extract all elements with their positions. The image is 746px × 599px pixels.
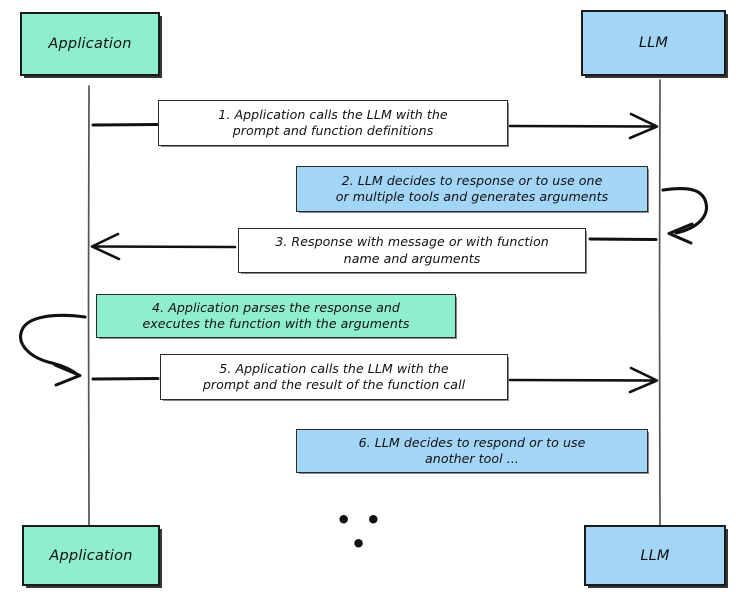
actor-application-top-label: Application — [48, 36, 132, 52]
actor-llm-bottom-label: LLM — [640, 547, 670, 564]
message-4-selfloop-arrowhead — [53, 363, 82, 387]
message-4-line-2: executes the function with the arguments — [142, 316, 410, 331]
actor-application-bottom[interactable]: Application — [22, 525, 160, 586]
message-6-line-2: another tool ... — [425, 451, 519, 466]
actor-llm-bottom[interactable]: LLM — [584, 525, 726, 586]
message-5-arrow-stem-right — [508, 378, 657, 382]
message-2-selfloop-arrowhead — [667, 222, 694, 245]
message-2-stem-to-lifeline — [588, 237, 658, 241]
message-box-1[interactable]: 1. Application calls the LLM with the pr… — [158, 100, 508, 146]
message-3-line-2: name and arguments — [343, 250, 481, 266]
llm-lifeline — [658, 79, 661, 529]
message-1-arrow-stem-left — [91, 123, 159, 127]
message-5-text: 5. Application calls the LLM with the pr… — [203, 361, 465, 394]
message-5-arrow-stem-left — [91, 377, 160, 381]
message-4-selfloop-tail — [50, 361, 81, 377]
message-1-line-1: 1. Application calls the LLM with the — [218, 106, 448, 122]
message-4-selfloop-path — [19, 313, 87, 365]
message-1-arrowhead — [628, 112, 659, 140]
actor-llm-top-label: LLM — [638, 35, 669, 51]
message-1-line-2: prompt and function definitions — [232, 123, 434, 138]
message-3-arrowhead — [90, 232, 121, 261]
message-box-4[interactable]: 4. Application parses the response and e… — [96, 294, 456, 338]
actor-application-bottom-label: Application — [49, 547, 133, 564]
actor-application-top[interactable]: Application — [20, 12, 160, 76]
message-3-text: 3. Response with message or with functio… — [275, 234, 549, 267]
message-2-line-2: or multiple tools and generates argument… — [335, 189, 609, 204]
message-box-3[interactable]: 3. Response with message or with functio… — [238, 228, 586, 273]
continuation-ellipsis: • • • — [335, 506, 385, 558]
message-box-2[interactable]: 2. LLM decides to response or to use one… — [296, 166, 648, 212]
message-2-text: 2. LLM decides to response or to use one… — [336, 173, 608, 206]
message-box-6[interactable]: 6. LLM decides to respond or to use anot… — [296, 429, 648, 473]
message-6-text: 6. LLM decides to respond or to use anot… — [359, 435, 586, 468]
message-1-text: 1. Application calls the LLM with the pr… — [218, 107, 447, 140]
message-2-line-1: 2. LLM decides to response or to use one — [341, 172, 603, 188]
message-1-arrow-stem-right — [508, 124, 657, 128]
application-lifeline — [87, 85, 90, 529]
actor-llm-top[interactable]: LLM — [581, 10, 726, 76]
message-3-arrow-stem — [93, 245, 237, 249]
message-5-line-2: prompt and the result of the function ca… — [202, 377, 466, 392]
message-4-text: 4. Application parses the response and e… — [143, 300, 410, 333]
message-2-selfloop-path — [661, 186, 709, 235]
message-5-arrowhead — [628, 366, 659, 394]
message-4-line-1: 4. Application parses the response and — [152, 299, 400, 315]
message-5-line-1: 5. Application calls the LLM with the — [219, 360, 449, 376]
message-3-line-1: 3. Response with message or with functio… — [275, 234, 549, 250]
message-box-5[interactable]: 5. Application calls the LLM with the pr… — [160, 354, 508, 400]
message-6-line-1: 6. LLM decides to respond or to use — [358, 434, 586, 450]
